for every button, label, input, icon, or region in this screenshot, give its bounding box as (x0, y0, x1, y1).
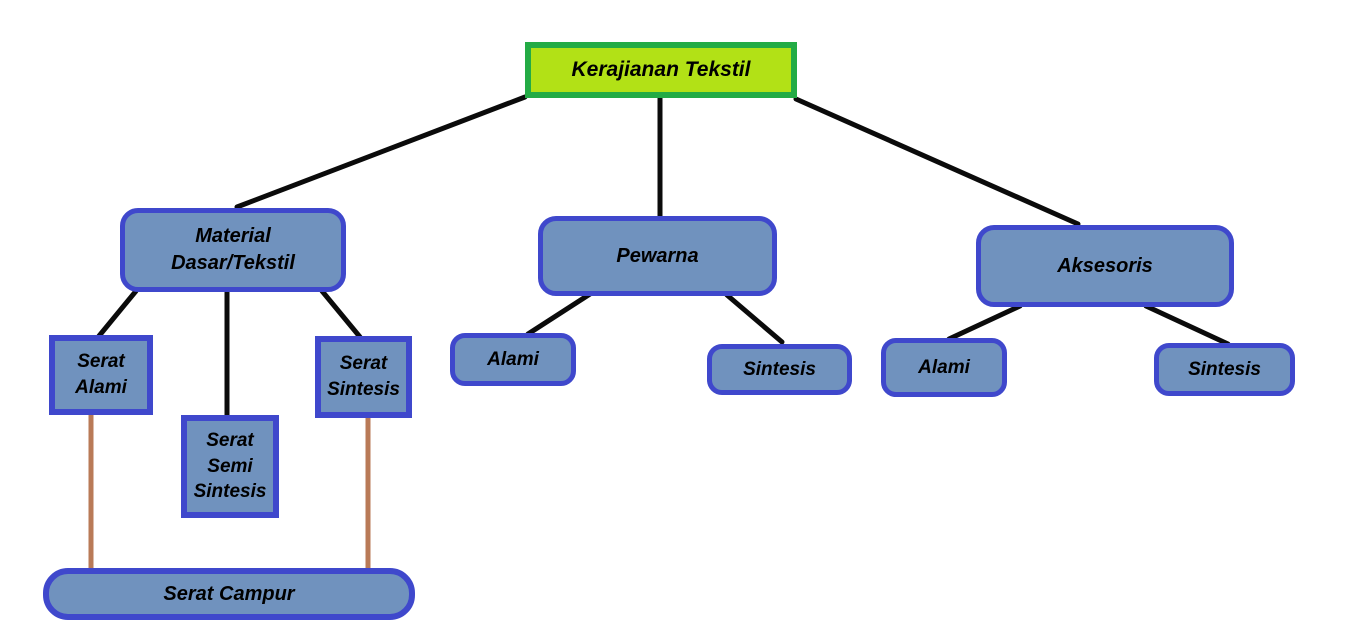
edge-material-serat-sintesis (319, 288, 363, 340)
node-kerajianan-tekstil: Kerajianan Tekstil (525, 42, 797, 98)
edge-pewarna-sintesis (724, 292, 785, 345)
node-pewarna-sintesis: Sintesis (707, 344, 852, 395)
node-serat-sintesis: Serat Sintesis (315, 336, 412, 418)
edge-root-aksesoris (793, 96, 1081, 227)
node-serat-alami: Serat Alami (49, 335, 153, 415)
node-aksesoris-sintesis: Sintesis (1154, 343, 1295, 396)
edge-pewarna-alami (525, 291, 593, 337)
node-pewarna: Pewarna (538, 216, 777, 296)
edge-aksesoris-sintesis (1143, 303, 1231, 347)
edge-root-material (234, 94, 528, 210)
node-material-dasar-tekstil: Material Dasar/Tekstil (120, 208, 346, 292)
node-serat-campur: Serat Campur (43, 568, 415, 620)
edge-material-serat-alami (96, 288, 139, 339)
node-serat-semi-sintesis: Serat Semi Sintesis (181, 415, 279, 518)
edge-aksesoris-alami (946, 303, 1023, 342)
node-pewarna-alami: Alami (450, 333, 576, 386)
node-aksesoris-alami: Alami (881, 338, 1007, 397)
node-aksesoris: Aksesoris (976, 225, 1234, 307)
